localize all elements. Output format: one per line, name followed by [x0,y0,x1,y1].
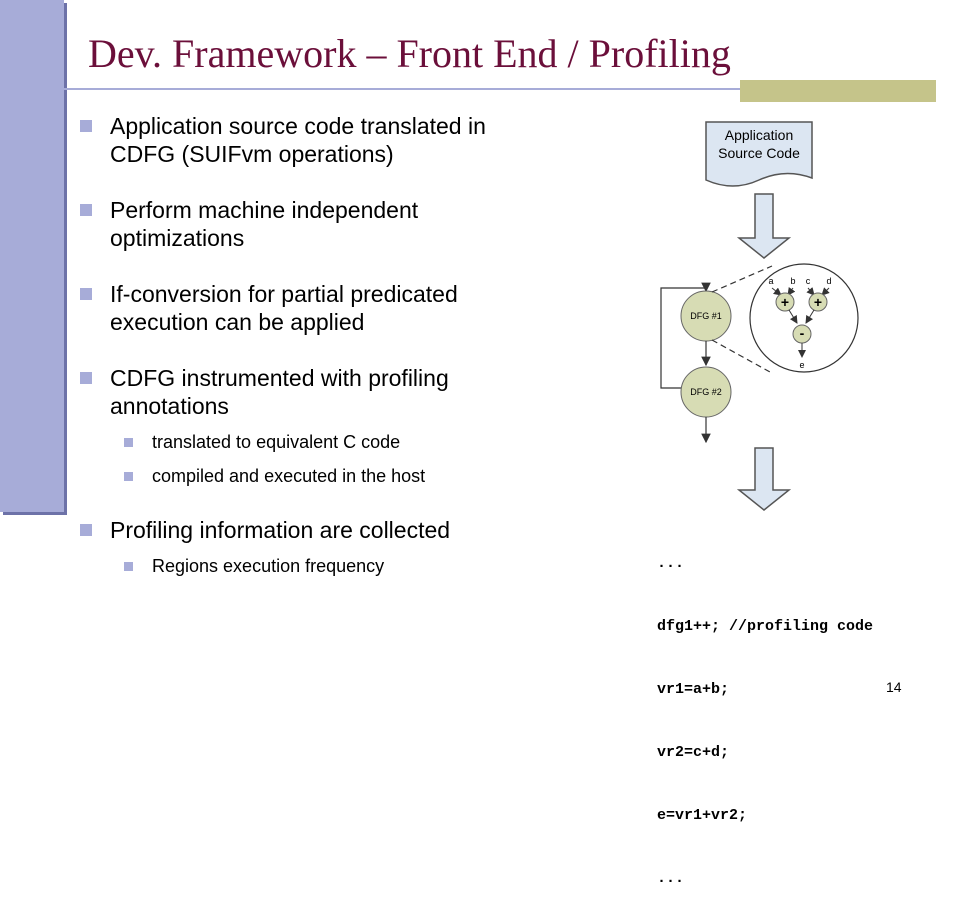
dfg1-label: DFG #1 [690,311,722,321]
slide-title: Dev. Framework – Front End / Profiling [88,31,731,76]
edge-add1-sub [788,309,798,324]
add-op-label: + [814,294,822,310]
code-line: ... [657,870,685,887]
sub-bullet-item: compiled and executed in the host [76,464,546,488]
cdfg-diagram: Application Source Code DFG #1 DFG #2 a … [660,121,859,511]
code-line: ... [657,555,685,572]
output-label-e: e [799,360,804,370]
code-line: vr1=a+b; [657,681,730,698]
source-code-document: Application Source Code [705,121,813,187]
bullet-item: Application source code translated in CD… [76,112,546,168]
code-line: e=vr1+vr2; [657,807,748,824]
input-label-d: d [826,276,831,286]
bullet-list: Application source code translated in CD… [76,112,546,578]
dfg2-node: DFG #2 [680,366,732,418]
edge-c-add2 [806,287,815,296]
zoom-line-bottom [711,339,771,373]
sub-node: - [792,324,812,344]
code-line: vr2=c+d; [657,744,730,761]
zoom-line-top [711,265,773,293]
zoom-circle [749,263,859,373]
bullet-item: Perform machine independent optimization… [76,196,546,252]
bullet-item: If-conversion for partial predicated exe… [76,280,546,336]
sub-bullet-item: Regions execution frequency [76,554,546,578]
page-number: 14 [886,679,902,695]
loop-arrow [660,282,711,389]
profiling-code-block: ... dfg1++; //profiling code vr1=a+b; vr… [657,511,873,910]
code-line: dfg1++; //profiling code [657,618,874,635]
source-doc-label-line2: Source Code [718,145,800,161]
dfg2-label: DFG #2 [690,387,722,397]
edge-add2-sub [805,309,815,324]
sub-op-label: - [800,325,805,341]
dfg1-node: DFG #1 [680,290,732,342]
down-arrow-icon [736,193,792,259]
edge-a-add1 [771,287,782,296]
source-doc-label-line1: Application [725,127,794,143]
title-rule-accent [740,80,936,102]
decorative-side-bar [0,0,64,512]
sub-bullet-item: translated to equivalent C code [76,430,546,454]
add-node-2: + [808,292,828,312]
input-label-a: a [768,276,773,286]
edge-d-add2 [821,287,830,296]
add-op-label: + [781,294,789,310]
add-node-1: + [775,292,795,312]
title-rule [40,88,936,90]
down-arrow-icon [736,447,792,511]
bullet-item: Profiling information are collected [76,516,546,544]
input-label-c: c [806,276,811,286]
bullet-item: CDFG instrumented with profiling annotat… [76,364,546,420]
input-label-b: b [790,276,795,286]
